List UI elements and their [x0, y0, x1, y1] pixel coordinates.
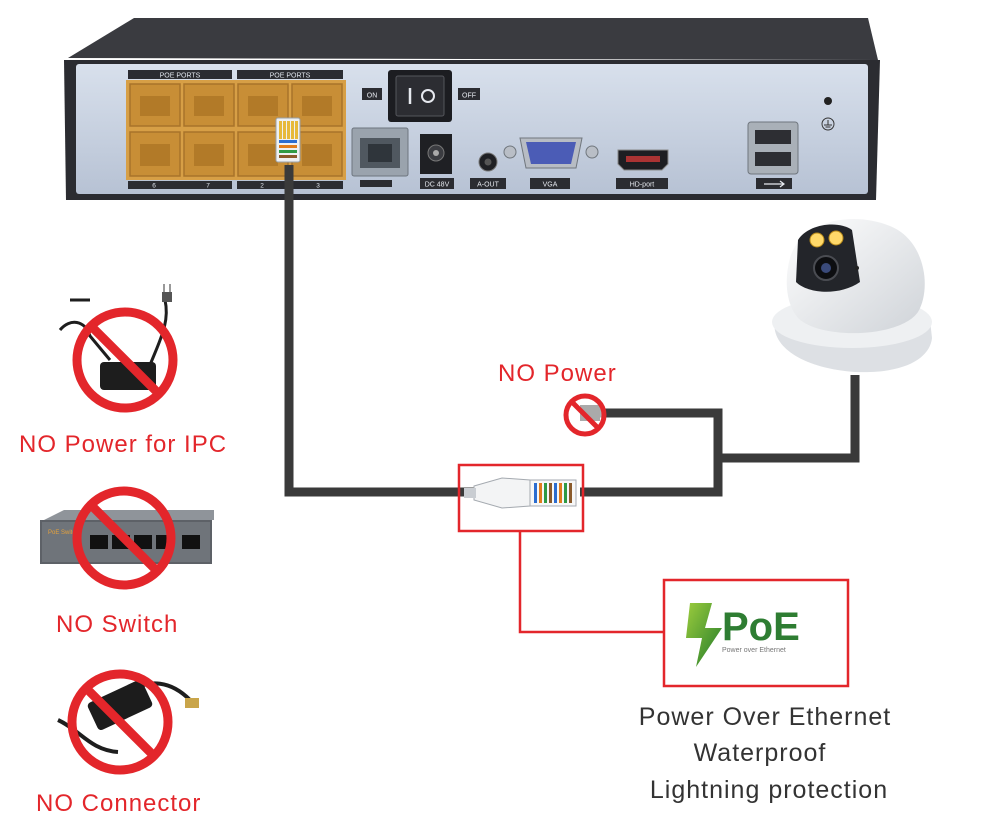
no-connector-label: NO Connector: [36, 790, 202, 817]
no-switch-label: NO Switch: [56, 611, 179, 638]
prohibited-icon-switch: [72, 486, 176, 590]
no-power-for-ipc-label: NO Power for IPC: [19, 431, 228, 458]
poe-splitter-icon: [57, 680, 199, 754]
poe-logo-title: PoE: [722, 605, 800, 649]
vga-port: [503, 137, 599, 169]
port-number-7: 7: [206, 183, 210, 190]
feature-waterproof: Waterproof: [693, 739, 827, 767]
vga-label: VGA: [543, 182, 558, 189]
hd-port-label: HD-port: [630, 182, 655, 189]
switch-on-label: ON: [367, 93, 378, 100]
rj45-coupler: [464, 477, 577, 509]
usb-ports: [747, 121, 799, 175]
poe-switch-brand: PoE Switch: [48, 530, 79, 536]
callout-line: [518, 531, 664, 634]
switch-off-label: OFF: [462, 93, 476, 100]
poe-port-block: [126, 80, 346, 180]
rj45-plug-nvr: [275, 117, 301, 163]
nvr-device: POE PORTS POE PORTS 6 7 2 3: [64, 18, 880, 200]
port-number-2: 2: [260, 183, 264, 190]
port-number-3: 3: [316, 183, 320, 190]
prohibited-icon-power: [72, 307, 178, 413]
dome-camera: [772, 219, 932, 373]
prohibited-icon-connector: [67, 669, 173, 775]
poe-ports-left-label: POE PORTS: [160, 73, 201, 80]
poe-ports-right-label: POE PORTS: [270, 73, 311, 80]
poe-logo-subtitle: Power over Ethernet: [722, 647, 786, 654]
no-power-dc-plug: [563, 393, 607, 437]
network-cable: [284, 165, 860, 497]
poe-lightning-icon: [686, 603, 722, 667]
no-power-label: NO Power: [498, 360, 617, 387]
port-number-6: 6: [152, 183, 156, 190]
aout-label: A-OUT: [477, 182, 500, 189]
feature-power-over-ethernet: Power Over Ethernet: [638, 703, 892, 731]
feature-lightning-protection: Lightning protection: [649, 776, 889, 804]
ground-icon: [821, 117, 835, 131]
dc-48v-label: DC 48V: [425, 182, 450, 189]
